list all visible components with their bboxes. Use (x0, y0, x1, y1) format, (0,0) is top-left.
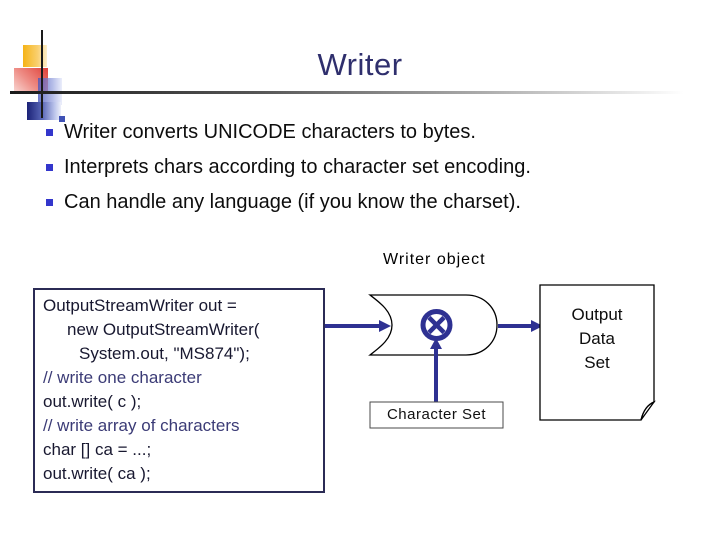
page-title: Writer (317, 47, 403, 82)
arrow-pipe-to-output (498, 320, 543, 332)
charset-box-label: Character Set (386, 406, 487, 423)
document-shape (539, 284, 656, 421)
bullet-square-icon (46, 129, 53, 136)
output-dataset-label: Output Data Set (540, 303, 654, 375)
logo-accent-pixel (59, 116, 65, 122)
code-sample-box: OutputStreamWriter out = new OutputStrea… (33, 288, 325, 493)
code-line: out.write( ca ); (43, 464, 151, 483)
bullet-text: Can handle any language (if you know the… (64, 191, 521, 213)
code-line: out.write( c ); (43, 392, 142, 411)
code-comment-line: // write one character (43, 368, 202, 387)
code-line: char [] ca = ...; (43, 440, 152, 459)
diagram-caption: Writer object (383, 251, 486, 268)
output-dataset-line: Set (584, 353, 610, 372)
bullet-list: Writer converts UNICODE characters to by… (46, 121, 686, 226)
list-item: Writer converts UNICODE characters to by… (46, 121, 686, 143)
title-divider-rule (10, 91, 712, 94)
code-line: System.out, "MS874"); (79, 344, 250, 363)
output-dataset-line: Output (571, 305, 623, 324)
arrow-charset-to-converter (430, 338, 442, 402)
bullet-text: Interprets chars according to character … (64, 156, 531, 178)
circled-x-icon (420, 309, 453, 341)
list-item: Interprets chars according to character … (46, 156, 686, 178)
bullet-square-icon (46, 199, 53, 206)
logo-navy-square (27, 102, 61, 120)
list-item: Can handle any language (if you know the… (46, 191, 686, 213)
output-dataset-line: Data (579, 329, 615, 348)
charset-box-shape (369, 401, 504, 429)
bullet-square-icon (46, 164, 53, 171)
logo-vertical-line (41, 30, 43, 118)
code-line: new OutputStreamWriter( (67, 320, 260, 339)
code-line: OutputStreamWriter out = (43, 296, 237, 315)
bullet-text: Writer converts UNICODE characters to by… (64, 121, 476, 143)
code-comment-line: // write array of characters (43, 416, 240, 435)
